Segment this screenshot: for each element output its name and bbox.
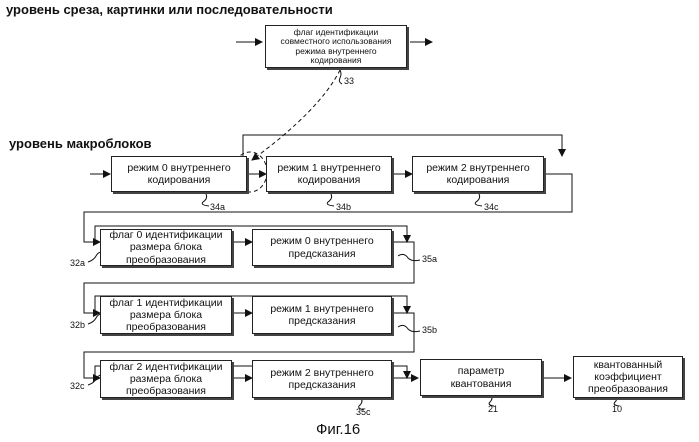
leader-34b xyxy=(327,192,334,206)
ref-32c: 32c xyxy=(70,381,85,391)
intra-prediction-mode-1-box: режим 1 внутреннего предсказания xyxy=(252,296,392,334)
shared-intra-mode-flag-box: флаг идентификации совместного использов… xyxy=(265,25,407,68)
figure-caption: Фиг.16 xyxy=(316,421,360,438)
intra-prediction-mode-0-box: режим 0 внутреннего предсказания xyxy=(252,229,392,266)
transform-size-flag-2-box: флаг 2 идентификации размера блока преоб… xyxy=(100,360,232,398)
ref-34a: 34a xyxy=(210,202,225,212)
intra-coding-mode-1-box: режим 1 внутреннего кодирования xyxy=(266,156,392,192)
ref-35b: 35b xyxy=(422,325,437,335)
ref-33: 33 xyxy=(344,76,354,86)
quantized-coefficient-box: квантованный коэффициент преобразования xyxy=(573,356,683,398)
intra-prediction-mode-2-box: режим 2 внутреннего предсказания xyxy=(252,360,392,398)
ref-34b: 34b xyxy=(336,202,351,212)
flag-dashed-pointer xyxy=(252,70,340,160)
intra-coding-mode-0-box: режим 0 внутреннего кодирования xyxy=(111,156,247,192)
ref-34c: 34c xyxy=(484,202,499,212)
leader-35a xyxy=(398,254,420,260)
intra-coding-mode-2-box: режим 2 внутреннего кодирования xyxy=(412,156,544,192)
transform-size-flag-0-box: флаг 0 идентификации размера блока преоб… xyxy=(100,229,232,266)
leader-34a xyxy=(202,192,209,206)
ref-21: 21 xyxy=(488,404,498,414)
slice-level-heading: уровень среза, картинки или последовател… xyxy=(6,2,333,17)
ref-32a: 32a xyxy=(70,258,85,268)
ref-35a: 35a xyxy=(422,254,437,264)
quantization-parameter-box: параметр квантования xyxy=(420,359,542,396)
leader-34c xyxy=(475,192,482,206)
macroblock-level-heading: уровень макроблоков xyxy=(9,136,152,151)
ref-10: 10 xyxy=(612,404,622,414)
ref-32b: 32b xyxy=(70,320,85,330)
leader-35b xyxy=(398,325,420,331)
leader-33 xyxy=(339,70,342,84)
ref-35c: 35c xyxy=(356,407,371,417)
transform-size-flag-1-box: флаг 1 идентификации размера блока преоб… xyxy=(100,296,232,334)
